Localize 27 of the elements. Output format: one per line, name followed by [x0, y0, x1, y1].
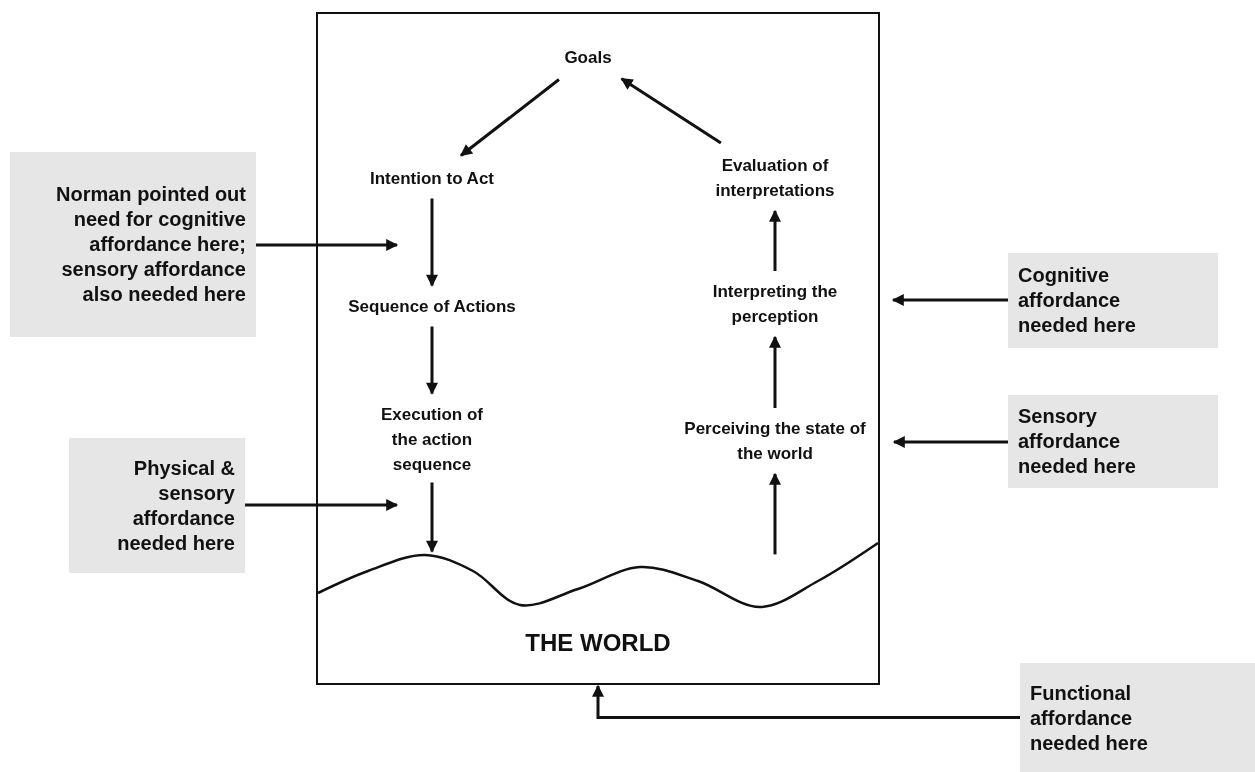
stage-label: Intention to Act: [370, 167, 494, 190]
stage-label: Interpreting the perception: [711, 281, 839, 328]
world-frame: [316, 12, 880, 685]
stage-label: Goals: [564, 46, 612, 69]
arrow: [892, 436, 1008, 448]
stage-label: Perceiving the state of the world: [683, 418, 867, 465]
arrow: [426, 198, 438, 287]
arrow: [426, 482, 438, 553]
stage-label: Evaluation of interpretations: [714, 155, 836, 202]
arrow: [460, 78, 560, 157]
stage-label: Execution of the action sequence: [380, 403, 484, 476]
stage-label: Sequence of Actions: [348, 295, 516, 318]
arrow: [245, 499, 399, 511]
arrow: [769, 209, 781, 271]
arrow: [592, 684, 1020, 719]
arrow: [256, 239, 399, 251]
arrow: [769, 335, 781, 408]
arrow: [426, 326, 438, 395]
note-box: Norman pointed out need for cognitive affordance here; sensory affordance also needed here: [10, 152, 256, 337]
note-box: Functional affordance needed here: [1020, 663, 1255, 772]
note-box: Sensory affordance needed here: [1008, 395, 1218, 488]
arrow: [891, 294, 1008, 306]
world-label: THE WORLD: [525, 629, 671, 657]
note-box: Cognitive affordance needed here: [1008, 253, 1218, 348]
arrow: [620, 77, 722, 145]
note-box: Physical & sensory affordance needed here: [69, 438, 245, 573]
arrow: [769, 472, 781, 555]
